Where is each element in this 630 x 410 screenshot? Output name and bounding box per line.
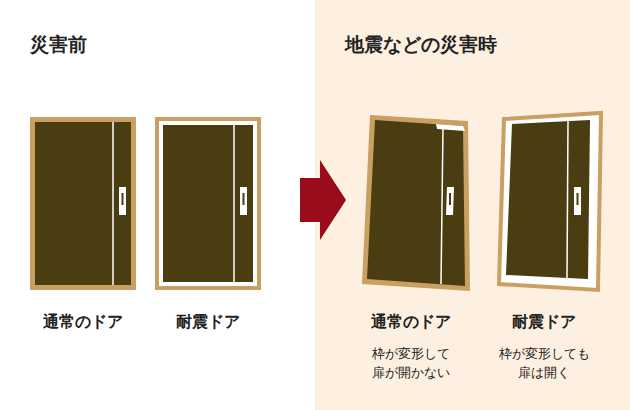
- panel-heading: 地震などの災害時: [345, 32, 497, 58]
- door-name: 通常のドア: [371, 312, 451, 333]
- note-text: 枠が変形して 扉が開かない: [356, 345, 467, 383]
- door-name: 耐震ドア: [512, 312, 576, 333]
- transition-arrow: [300, 160, 346, 240]
- door-name: 通常のドア: [43, 312, 123, 333]
- seismic-door: [157, 119, 259, 288]
- normal-door: [30, 117, 136, 290]
- door-name: 耐震ドア: [176, 312, 240, 333]
- note-text: 枠が変形しても 扉は開く: [489, 345, 600, 383]
- panel-heading: 災害前: [30, 32, 87, 58]
- deformed-normal-door: [362, 115, 470, 291]
- scene-panel: 災害前: [0, 0, 315, 410]
- deformed-seismic-door: [499, 113, 601, 290]
- after-background: [315, 0, 630, 410]
